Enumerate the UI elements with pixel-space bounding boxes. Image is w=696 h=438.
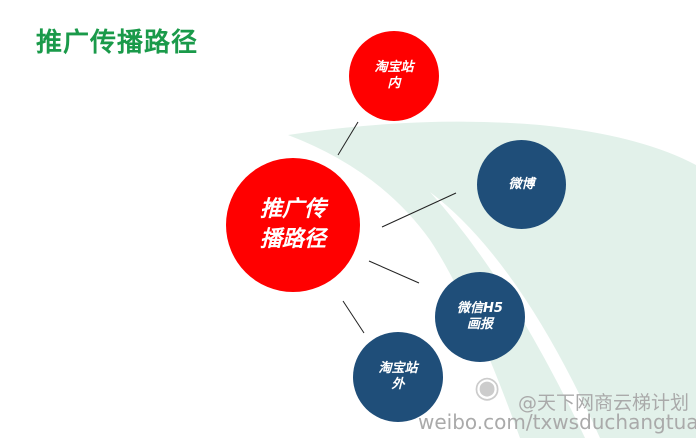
center-line1: 推广传 [259,197,326,222]
node-label: 外 [391,377,405,392]
node-taobao-outside: 淘宝站外 [353,332,443,422]
connector-line [337,121,359,156]
watermark-weibo-icon: ◉ [474,370,501,405]
node-label: 淘宝站 [378,361,418,376]
node-label: 淘宝站 [374,60,414,75]
connector-line [381,192,457,228]
watermark-account: @天下网商云梯计划 [518,392,690,414]
node-taobao-inside: 淘宝站内 [349,31,439,121]
node-label: 微博 [508,176,535,192]
node-weibo: 微博 [477,140,566,229]
white-stripe [430,192,600,438]
node-label: 微信H5 [457,301,503,316]
connector-line [342,300,365,334]
center-node: 推广传播路径 [226,158,360,292]
connector-line [368,260,420,284]
node-label: 画报 [466,317,493,332]
watermark-url: weibo.com/txwsduchangtuan [418,410,696,434]
center-line2: 播路径 [259,227,326,252]
page-title: 推广传播路径 [36,28,199,58]
node-label: 内 [387,76,401,91]
